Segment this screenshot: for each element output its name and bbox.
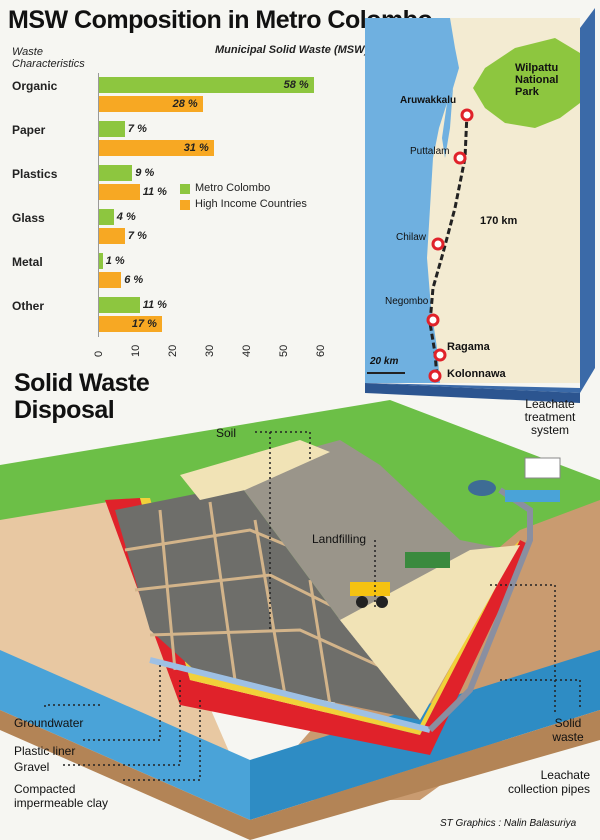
bar-metro [99, 165, 133, 181]
clay-label: Compacted impermeable clay [14, 782, 109, 810]
data-label: 58 % [283, 79, 309, 91]
marker-chilaw [431, 237, 445, 251]
soil-label: Soil [216, 426, 237, 440]
legend-label: Metro Colombo [195, 182, 271, 194]
legend-label: High Income Countries [195, 198, 307, 210]
data-label: 6 % [124, 274, 144, 286]
leachate-pipe [427, 487, 533, 733]
place-kolonnawa: Kolonnawa [447, 368, 506, 380]
soil-top [180, 440, 330, 500]
groundwater-label: Groundwater [14, 716, 84, 730]
section-title: Solid Waste Disposal [14, 369, 150, 424]
place-chilaw: Chilaw [396, 232, 427, 243]
x-tick-label: 50 [278, 344, 290, 357]
x-tick-label: 20 [167, 344, 179, 357]
data-label: 1 % [105, 255, 125, 267]
park-area [473, 38, 580, 128]
treatment-pond [505, 490, 560, 502]
plastic-liner [105, 498, 530, 755]
landfilling-label: Landfilling [312, 532, 367, 546]
x-tick-label: 60 [315, 344, 327, 357]
x-tick-label: 40 [241, 344, 253, 357]
axis-label: Waste Characteristics [12, 46, 85, 70]
category-label: Metal [12, 255, 43, 269]
data-label: 7 % [127, 123, 147, 135]
place-ragama: Ragama [447, 341, 490, 353]
treatment-building [524, 457, 561, 479]
x-tick-label: 0 [93, 350, 105, 357]
category-label: Organic [12, 79, 58, 93]
bar-metro [99, 253, 103, 269]
groundwater-front [0, 650, 250, 820]
distance-label: 170 km [480, 215, 518, 227]
working-surface [340, 545, 520, 720]
marker-puttalam [453, 151, 467, 165]
data-label: 17 % [131, 318, 157, 330]
credit: ST Graphics : Nalin Balasuriya [440, 818, 577, 829]
bar-high-income [99, 228, 125, 244]
bar-metro [99, 209, 114, 225]
bar-metro [99, 121, 125, 137]
place-aruwakkalu: Aruwakkalu [400, 95, 457, 106]
map [365, 8, 595, 403]
bar-metro [99, 297, 140, 313]
loader-icon [350, 582, 390, 596]
data-label: 11 % [142, 299, 167, 311]
bar-metro [99, 77, 314, 93]
data-label: 28 % [172, 98, 198, 110]
data-label: 9 % [135, 167, 155, 179]
marker-negombo [426, 313, 440, 327]
map-lagoon [442, 88, 453, 158]
waste-cells-front [115, 485, 420, 720]
gravel-label: Gravel [14, 760, 50, 774]
loader-wheel [356, 596, 368, 608]
category-label: Paper [12, 123, 46, 137]
category-label: Glass [12, 211, 45, 225]
data-label: 31 % [183, 142, 209, 154]
marker-ragama [433, 348, 447, 362]
earth-bottom [0, 710, 600, 840]
data-label: 4 % [116, 211, 136, 223]
truck-icon [405, 552, 450, 568]
park-label: Wilpattu National Park [515, 62, 559, 98]
leader-lines [44, 431, 581, 781]
bar-chart: Organic 58 % 28 % Paper 7 % 31 % Plastics 9 % 11… [0, 0, 360, 370]
x-tick-label: 30 [204, 344, 216, 357]
scale-label: 20 km [370, 356, 399, 367]
chart-subtitle: Municipal Solid Waste (MSW) [215, 44, 369, 56]
loader-wheel [376, 596, 388, 608]
bar-high-income [99, 140, 214, 156]
bar-high-income [99, 316, 162, 332]
leachate-treatment-label: Leachate treatment system [524, 397, 576, 437]
x-axis-baseline [98, 73, 99, 337]
category-label: Plastics [12, 167, 58, 181]
bar-high-income [99, 96, 203, 112]
bar-high-income [99, 272, 122, 288]
solid-waste-label: Solid waste [552, 716, 584, 744]
collection-pipes [149, 657, 431, 733]
marker-kolonnawa [428, 369, 442, 383]
legend-swatch [180, 184, 190, 194]
route-line [428, 112, 469, 379]
x-tick-label: 10 [130, 344, 142, 357]
plastic-liner-label: Plastic liner [14, 744, 76, 758]
place-negombo: Negombo [385, 296, 429, 307]
bar-high-income [99, 184, 140, 200]
treatment-tank [468, 480, 496, 496]
legend-swatch [180, 200, 190, 210]
place-puttalam: Puttalam [410, 146, 450, 157]
marker-aruwakkalu [460, 108, 474, 122]
map-base [365, 383, 580, 403]
page-title: MSW Composition in Metro Colombo [8, 6, 433, 34]
landfill-diagram [0, 400, 600, 840]
earth-front-left [0, 500, 250, 800]
data-label: 11 % [142, 186, 167, 198]
collection-pipes-label: Leachate collection pipes [507, 768, 590, 796]
data-label: 7 % [127, 230, 147, 242]
category-label: Other [12, 299, 45, 313]
